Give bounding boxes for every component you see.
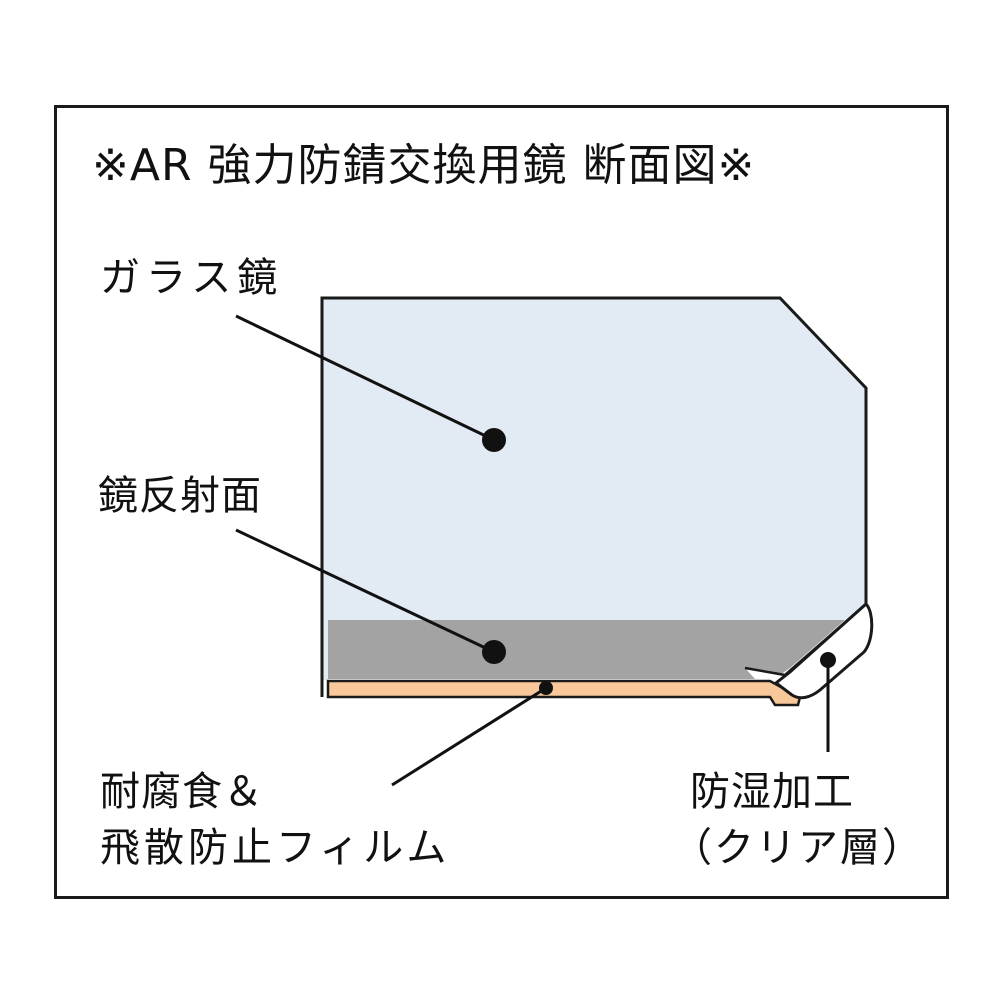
- moisture-coating-layer: [773, 601, 874, 700]
- dot-film: [539, 681, 553, 695]
- label-film-line2: 飛散防止フィルム: [100, 825, 451, 871]
- leader-film: [391, 686, 547, 787]
- dot-glass: [482, 428, 506, 452]
- reflective-layer: [328, 620, 845, 679]
- film-layer: [326, 679, 802, 707]
- glass-layer: [322, 298, 866, 680]
- leader-glass: [235, 314, 495, 442]
- label-reflective-surface: 鏡反射面: [98, 473, 262, 519]
- diagram-frame: [54, 105, 949, 899]
- label-moisture-line1: 防湿加工: [690, 769, 854, 815]
- label-glass: ガラス鏡: [100, 255, 284, 301]
- label-moisture-line2: （クリア層）: [672, 825, 924, 871]
- dot-moisture: [820, 652, 836, 668]
- dot-reflective: [482, 640, 506, 664]
- leader-reflective: [235, 528, 495, 654]
- glass-outline: [320, 296, 868, 697]
- coating-notch: [744, 603, 867, 677]
- diagram-title: ※AR 強力防錆交換用鏡 断面図※: [92, 140, 756, 191]
- label-film-line1: 耐腐食＆: [100, 769, 264, 815]
